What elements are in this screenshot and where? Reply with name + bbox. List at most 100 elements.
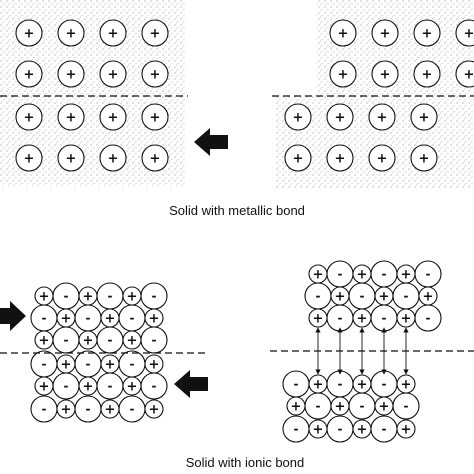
- cation-sign: +: [61, 312, 72, 327]
- cation-sign: +: [24, 111, 35, 126]
- cation-sign: +: [108, 27, 119, 42]
- cation-ion: +: [15, 19, 43, 47]
- cation-ion: +: [329, 19, 357, 47]
- cation-ion: +: [122, 376, 142, 396]
- cation-ion: +: [286, 396, 306, 416]
- push-arrow-left: [0, 301, 26, 331]
- anion-sign: -: [130, 311, 135, 325]
- cation-ion: +: [308, 264, 328, 284]
- anion-sign: -: [382, 377, 387, 391]
- cation-ion: +: [100, 399, 120, 419]
- cation-sign: +: [422, 68, 433, 83]
- anion-ion: -: [30, 395, 58, 423]
- anion-ion: -: [30, 350, 58, 378]
- anion-ion: -: [304, 282, 332, 310]
- cation-ion: +: [410, 103, 438, 131]
- cation-ion: +: [352, 419, 372, 439]
- cation-ion: +: [352, 374, 372, 394]
- anion-ion: -: [282, 370, 310, 398]
- anion-sign: -: [130, 402, 135, 416]
- anion-ion: -: [392, 282, 420, 310]
- anion-sign: -: [426, 311, 431, 325]
- cation-ion: +: [374, 396, 394, 416]
- cation-sign: +: [377, 111, 388, 126]
- anion-ion: -: [74, 350, 102, 378]
- anion-ion: -: [52, 372, 80, 400]
- cation-sign: +: [83, 290, 94, 305]
- cation-sign: +: [379, 290, 390, 305]
- cation-sign: +: [66, 111, 77, 126]
- cation-ion: +: [396, 419, 416, 439]
- metallic-shifted-panel: ++++++++++++++++: [272, 0, 474, 188]
- cation-ion: +: [56, 308, 76, 328]
- cation-ion: +: [78, 376, 98, 396]
- cation-ion: +: [352, 264, 372, 284]
- anion-ion: -: [414, 260, 442, 288]
- cation-sign: +: [24, 152, 35, 167]
- anion-ion: -: [118, 304, 146, 332]
- metallic-intact-panel: ++++++++++++++++: [0, 0, 228, 186]
- cation-sign: +: [464, 27, 474, 42]
- cation-ion: +: [374, 286, 394, 306]
- cation-ion: +: [78, 330, 98, 350]
- cation-ion: +: [371, 19, 399, 47]
- cation-sign: +: [357, 378, 368, 393]
- cation-sign: +: [401, 423, 412, 438]
- push-arrow-right: [174, 370, 208, 398]
- anion-sign: -: [64, 379, 69, 393]
- cation-sign: +: [377, 152, 388, 167]
- cation-sign: +: [335, 152, 346, 167]
- anion-ion: -: [348, 392, 376, 420]
- cation-sign: +: [313, 423, 324, 438]
- anion-sign: -: [360, 399, 365, 413]
- cation-sign: +: [401, 378, 412, 393]
- cation-ion: +: [78, 286, 98, 306]
- cation-sign: +: [401, 312, 412, 327]
- cation-ion: +: [99, 103, 127, 131]
- cation-ion: +: [352, 308, 372, 328]
- cation-ion: +: [144, 308, 164, 328]
- anion-sign: -: [360, 289, 365, 303]
- cation-ion: +: [326, 144, 354, 172]
- cation-ion: +: [330, 396, 350, 416]
- cation-sign: +: [127, 380, 138, 395]
- anion-ion: -: [74, 304, 102, 332]
- cation-sign: +: [105, 358, 116, 373]
- cation-sign: +: [293, 111, 304, 126]
- cation-sign: +: [379, 400, 390, 415]
- cation-ion: +: [329, 60, 357, 88]
- cation-ion: +: [330, 286, 350, 306]
- cation-sign: +: [150, 152, 161, 167]
- anion-sign: -: [316, 399, 321, 413]
- cation-sign: +: [66, 68, 77, 83]
- anion-ion: -: [282, 415, 310, 443]
- cation-sign: +: [357, 312, 368, 327]
- cation-sign: +: [24, 68, 35, 83]
- cation-ion: +: [34, 376, 54, 396]
- cation-ion: +: [56, 399, 76, 419]
- anion-sign: -: [152, 379, 157, 393]
- cation-sign: +: [313, 378, 324, 393]
- cation-ion: +: [15, 103, 43, 131]
- cation-ion: +: [308, 308, 328, 328]
- anion-sign: -: [152, 333, 157, 347]
- cation-sign: +: [127, 334, 138, 349]
- cation-sign: +: [380, 27, 391, 42]
- cation-ion: +: [396, 264, 416, 284]
- anion-sign: -: [338, 311, 343, 325]
- cation-sign: +: [291, 400, 302, 415]
- anion-ion: -: [30, 304, 58, 332]
- anion-sign: -: [86, 402, 91, 416]
- anion-sign: -: [108, 333, 113, 347]
- cation-ion: +: [284, 144, 312, 172]
- cation-sign: +: [423, 290, 434, 305]
- anion-ion: -: [52, 326, 80, 354]
- cation-sign: +: [105, 312, 116, 327]
- cation-sign: +: [108, 111, 119, 126]
- cation-ion: +: [141, 103, 169, 131]
- anion-ion: -: [326, 260, 354, 288]
- cation-ion: +: [57, 60, 85, 88]
- metallic-caption: Solid with metallic bond: [169, 203, 305, 218]
- cation-sign: +: [313, 268, 324, 283]
- anion-ion: -: [96, 372, 124, 400]
